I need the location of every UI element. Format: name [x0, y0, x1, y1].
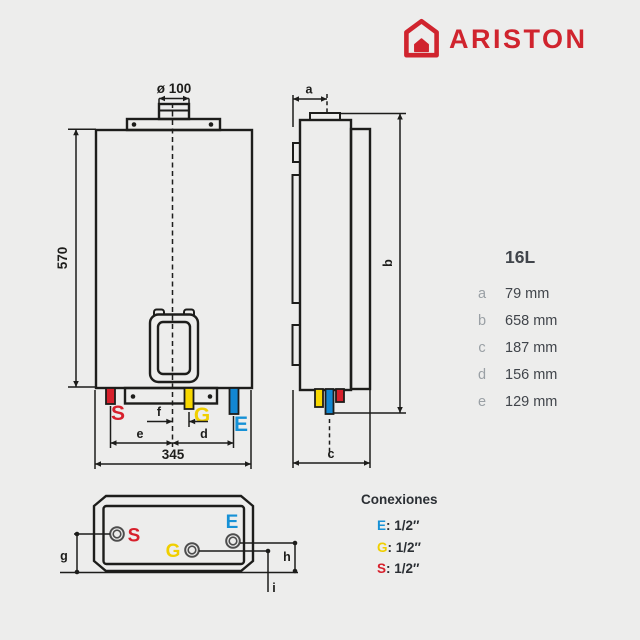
gas-connector-side — [314, 388, 324, 408]
bottom-cover-inner — [102, 504, 246, 566]
connection-key-e: E — [377, 518, 387, 534]
dim-key: c — [478, 339, 486, 356]
water-outlet-connector-side — [335, 388, 345, 403]
dim-d-label: d — [200, 427, 208, 441]
list-item: G : 1/2″ — [377, 537, 438, 559]
dimension-rows: a 79 mm b 658 mm c 187 mm d 156 mm e 129… — [470, 281, 557, 415]
dim-h-label: h — [283, 550, 291, 564]
bracket-hole — [207, 394, 213, 399]
svg-text:f: f — [157, 405, 162, 419]
list-item: S : 1/2″ — [377, 558, 438, 580]
side-top-plate — [309, 112, 341, 121]
water-inlet-connector-side — [324, 388, 335, 415]
connection-size: : 1/2″ — [387, 539, 421, 555]
dim-e-d: e d — [109, 406, 235, 448]
table-row: d 156 mm — [470, 361, 557, 388]
dim-key: e — [477, 393, 487, 410]
table-row: a 79 mm — [470, 281, 557, 308]
bottom-cover-outline — [92, 494, 255, 573]
table-row: c 187 mm — [470, 335, 557, 362]
height-value: 570 — [55, 247, 70, 270]
front-label-e: E — [234, 413, 248, 436]
heater-body-side — [298, 118, 353, 392]
dim-value: 79 mm — [505, 286, 550, 303]
mounting-tab — [291, 324, 301, 366]
ariston-house-icon — [404, 18, 439, 58]
table-row: b 658 mm — [470, 308, 557, 335]
list-item: E : 1/2″ — [377, 515, 438, 537]
front-view: S G E — [94, 102, 254, 447]
dim-width-345: 345 — [94, 390, 252, 469]
dim-value: 658 mm — [505, 313, 558, 330]
dim-key: b — [477, 313, 487, 330]
port-s — [109, 526, 125, 542]
connections-items: E : 1/2″ G : 1/2″ S : 1/2″ — [377, 515, 438, 580]
connection-key-s: S — [377, 561, 387, 577]
table-row: e 129 mm — [470, 388, 557, 415]
bottom-label-g: G — [166, 541, 181, 562]
svg-text:a: a — [306, 83, 314, 97]
heater-back-panel — [349, 127, 372, 391]
side-view — [291, 112, 372, 457]
dim-c-label: c — [328, 447, 335, 461]
dim-i-label: i — [272, 581, 275, 595]
bracket-hole — [208, 122, 214, 127]
water-inlet-connector-front — [228, 387, 240, 415]
dim-c: c — [292, 390, 371, 468]
connections-legend: Conexiones E : 1/2″ G : 1/2″ S : 1/2″ — [361, 492, 438, 580]
bottom-label-e: E — [226, 512, 239, 533]
dim-flue-diameter: ø 100 — [157, 81, 192, 104]
front-label-s: S — [111, 402, 125, 425]
dimension-table: 16L a 79 mm b 658 mm c 187 mm d 156 mm e… — [470, 247, 557, 415]
connection-key-g: G — [377, 539, 388, 555]
connection-size: : 1/2″ — [386, 518, 420, 534]
dim-key: a — [477, 286, 487, 303]
mounting-rail — [291, 174, 301, 304]
dim-e-label: e — [137, 427, 144, 441]
brand-logo: ARISTON — [403, 18, 588, 60]
dim-f: f — [147, 405, 208, 427]
gas-connector-front — [183, 387, 195, 410]
connections-title: Conexiones — [361, 492, 438, 507]
bottom-bracket — [123, 386, 219, 405]
dim-a: a — [292, 83, 328, 127]
inspection-window — [148, 308, 200, 384]
water-outlet-connector-front — [105, 387, 116, 405]
port-g — [184, 542, 200, 558]
bottom-label-s: S — [128, 526, 141, 547]
connection-size: : 1/2″ — [386, 561, 420, 577]
bottom-view: S G E — [92, 494, 255, 573]
top-bracket — [125, 117, 222, 132]
dim-g-label: g — [60, 549, 68, 563]
model-title: 16L — [505, 247, 536, 267]
dim-value: 187 mm — [505, 339, 558, 356]
bracket-hole — [130, 394, 136, 399]
dim-b-label: b — [381, 259, 395, 267]
svg-text:ø 100: ø 100 — [157, 81, 192, 96]
dim-g-h-i: g h i — [60, 531, 298, 595]
dim-key: d — [477, 366, 487, 383]
width-value: 345 — [162, 447, 185, 462]
port-e — [225, 533, 241, 549]
dim-value: 156 mm — [505, 366, 558, 383]
brand-wordmark: ARISTON — [449, 23, 588, 54]
dim-height-570: 570 — [55, 128, 96, 388]
dim-value: 129 mm — [505, 393, 558, 410]
mounting-tab — [292, 142, 301, 163]
front-label-g: G — [194, 404, 210, 427]
bracket-hole — [131, 122, 137, 127]
